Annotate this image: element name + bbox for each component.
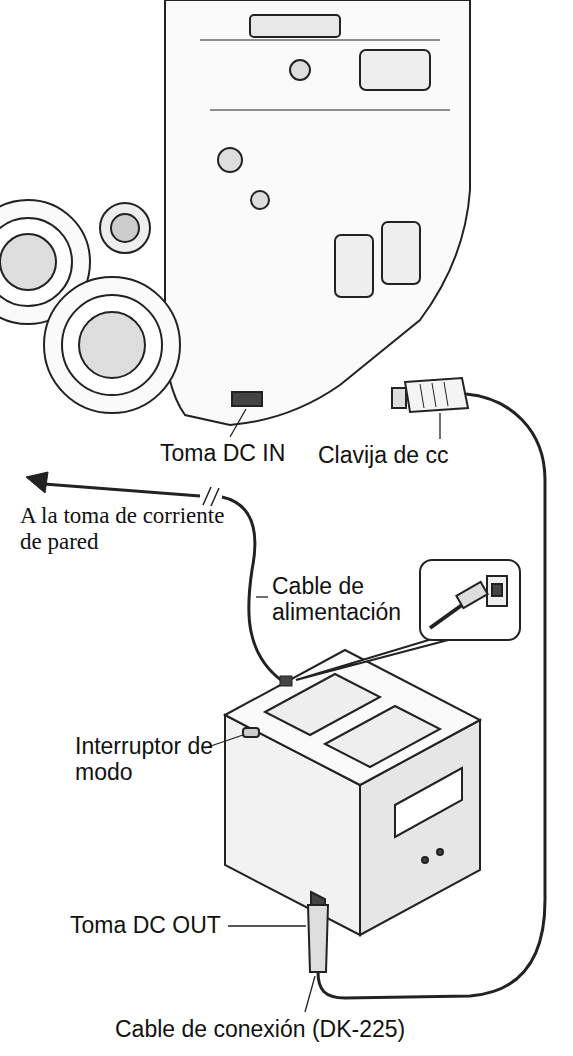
camcorder [0,0,470,425]
cord-segment [44,484,200,496]
side-cover [335,235,373,297]
arrowhead [26,472,48,493]
leader-lines [205,409,440,1012]
leader-line [305,976,315,1012]
bubble [420,560,520,640]
inlet-hole [492,584,502,596]
side-cover [382,222,420,284]
eyepiece-lens [79,312,145,378]
button [290,60,310,80]
inlet-socket [487,576,507,606]
led [437,849,443,855]
mode-switch [243,728,259,737]
cord-in-bubble [430,605,462,628]
eyepiece-lens [0,234,56,290]
dc-plug [392,378,468,412]
plug-body [405,378,468,412]
adaptor-display [395,768,462,837]
jack-label: Toma DC OUT [70,912,221,938]
cord-plug [280,676,292,686]
eyepiece-ring [62,295,162,395]
dc-in-jack [232,392,262,406]
plug-in-bubble [456,582,487,608]
jack-label: Toma DC IN [160,440,285,466]
leader-line [228,925,306,926]
focus-dial-center [111,214,139,242]
focus-dial [100,203,150,253]
led [422,857,428,863]
outlet-label: A la toma de corriente de pared [20,503,235,556]
camcorder-body [164,0,470,425]
battery-slot [325,706,440,767]
top-control [250,15,340,37]
zoom-lever [360,50,430,90]
eyepiece-ring [0,218,72,306]
cable-label: Cable de conexión (DK-225) [115,1016,405,1042]
adaptor-top-face [225,650,480,785]
button [251,191,269,209]
button [218,148,242,172]
body-line [200,40,450,110]
plug-tip [392,388,406,408]
leader-line [439,413,440,439]
leader-line [256,596,268,597]
dc-out-plug [308,905,328,972]
ac-adaptor [225,650,480,972]
switch-label: Interruptor de modo [75,733,215,786]
plug-grip [420,382,448,408]
leader-line [230,409,246,437]
plug-label: Clavija de cc [318,442,448,468]
front-eyepiece [44,277,180,413]
cord-label: Cable de alimentación [272,573,414,626]
bubble-tail [296,639,452,680]
